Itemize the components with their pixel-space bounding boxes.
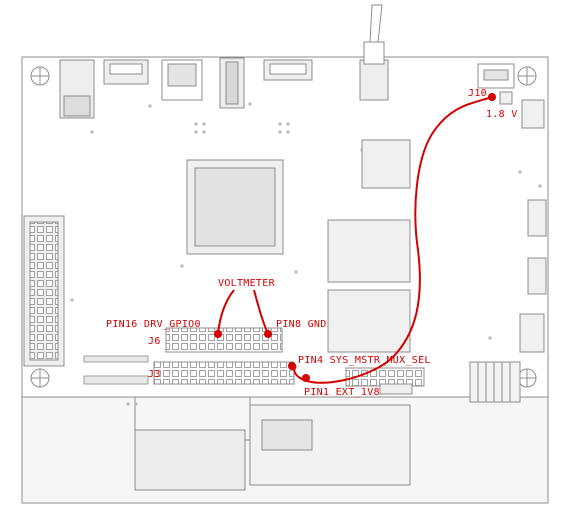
- j3-side-connector: [345, 367, 425, 395]
- top-connectors: [59, 4, 515, 119]
- ic-blocks: [327, 91, 547, 353]
- board-outline: [21, 56, 549, 504]
- smd-row: [83, 355, 149, 385]
- pin1-label: PIN1 EXT_1V8: [304, 387, 380, 398]
- j3-label: J3: [148, 369, 161, 380]
- j10-label: J10: [468, 88, 487, 99]
- probe-contact-dots: [214, 93, 496, 382]
- pin16-label: PIN16 DRV_GPIO0: [106, 319, 201, 330]
- voltage-label: 1.8 V: [486, 109, 518, 120]
- processor-chip: [186, 159, 284, 255]
- bottom-right-connector: [469, 361, 521, 403]
- mounting-hole-icons: [30, 66, 537, 388]
- j6-header: [165, 327, 283, 353]
- pin8-label: PIN8 GND: [276, 319, 327, 330]
- voltmeter-label: VOLTMETER: [218, 278, 276, 289]
- pin4-label: PIN4 SYS_MSTR_MUX_SEL: [298, 355, 431, 366]
- j3-header: [153, 361, 295, 385]
- j6-label: J6: [148, 336, 161, 347]
- left-box-header: [23, 215, 65, 367]
